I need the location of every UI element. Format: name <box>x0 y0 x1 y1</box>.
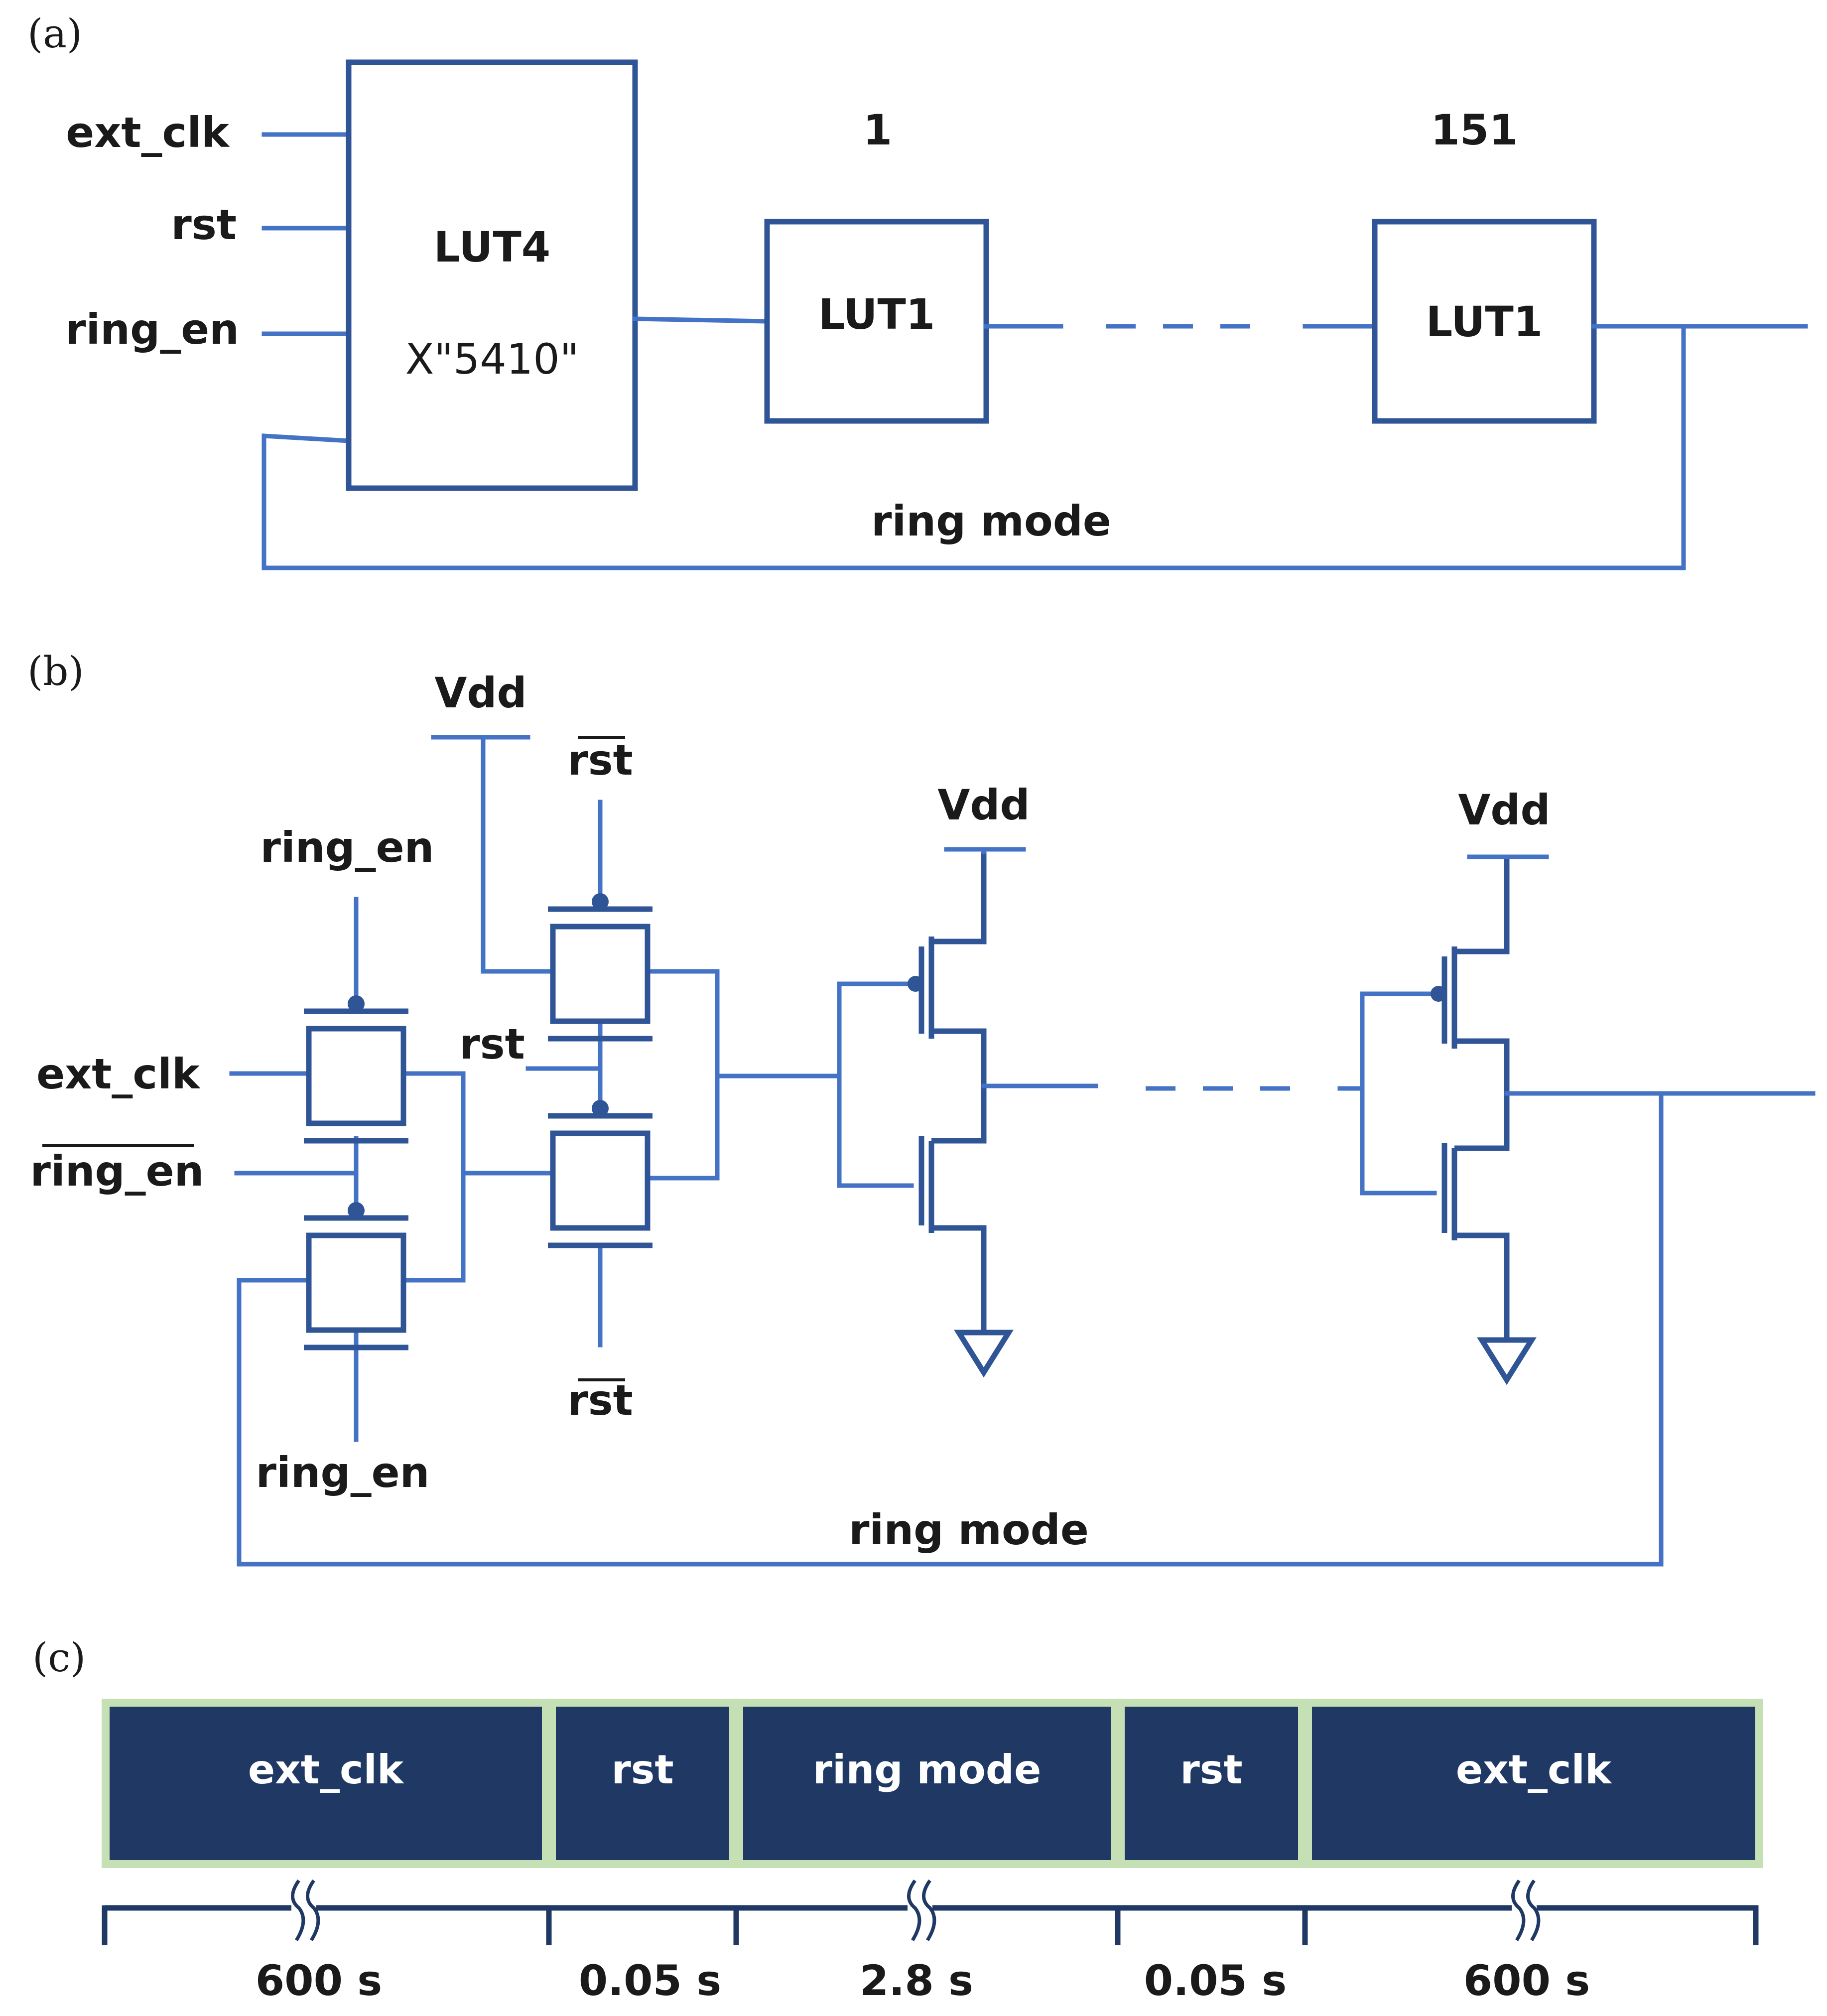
axis-break-2 <box>907 1878 936 1941</box>
duration-label-1: 600 s <box>256 1956 383 2005</box>
panel-a: (a) LUT4 X"5410" LUT1 1 LUT1 151 ext_clk… <box>27 10 1808 570</box>
phase-rst-1 <box>550 1701 735 1866</box>
panel-b-tag: (b) <box>27 648 84 694</box>
phase-ext-clk-start <box>104 1701 548 1866</box>
input-rst-label: rst <box>171 200 237 249</box>
lut4-label: LUT4 <box>434 223 551 271</box>
inverter-last <box>1360 854 1816 1385</box>
phase-rst-2 <box>1119 1701 1304 1866</box>
duration-label-5: 600 s <box>1463 1956 1590 2005</box>
ring-mode-label-b: ring mode <box>849 1505 1089 1554</box>
duration-label-3: 2.8 s <box>860 1956 973 2005</box>
lut4-init: X"5410" <box>405 335 579 384</box>
rst-bar-label-top: rst <box>567 736 633 785</box>
stage-last-index: 151 <box>1431 106 1518 154</box>
ring-en-bar-label: ring_en <box>30 1147 204 1196</box>
lut1-last-label: LUT1 <box>1426 297 1543 346</box>
duration-label-4: 0.05 s <box>1144 1956 1287 2005</box>
phase-ext-clk-end <box>1306 1701 1761 1866</box>
ring-en-label-top: ring_en <box>261 823 434 872</box>
tgate-feedback <box>304 1202 408 1350</box>
panel-a-tag: (a) <box>27 10 82 57</box>
phase-label-1: ext_clk <box>248 1747 404 1793</box>
input-ring-en-label: ring_en <box>65 305 239 354</box>
ring-en-label-bottom: ring_en <box>256 1448 430 1497</box>
lut4-block <box>346 59 638 491</box>
vdd-label-tgate: Vdd <box>434 669 526 717</box>
inverter-first <box>837 847 1098 1378</box>
tgate-vdd <box>548 893 652 1042</box>
duration-label-2: 0.05 s <box>579 1956 722 2005</box>
input-ext-clk-label: ext_clk <box>66 108 230 157</box>
axis-break-1 <box>291 1878 320 1941</box>
lut1-last-block <box>1372 219 1597 424</box>
vdd-label-inv2: Vdd <box>1458 786 1550 834</box>
vdd-label-inv1: Vdd <box>937 781 1030 829</box>
phase-label-3: ring mode <box>813 1747 1042 1793</box>
phase-ring-mode <box>737 1701 1117 1866</box>
ext-clk-label-b: ext_clk <box>36 1050 201 1098</box>
axis-break-3 <box>1511 1878 1541 1941</box>
lut1-first-label: LUT1 <box>818 290 935 339</box>
stage-first-index: 1 <box>863 106 892 154</box>
panel-c: (c) ext_clk rst ring mode rst ext_clk <box>32 1634 1763 2005</box>
rst-bar-label-bottom: rst <box>567 1376 633 1425</box>
ring-mode-label-a: ring mode <box>871 497 1111 545</box>
panel-c-tag: (c) <box>32 1634 86 1681</box>
rst-label: rst <box>459 1020 525 1069</box>
panel-b: (b) <box>27 648 1816 1567</box>
phase-label-5: ext_clk <box>1456 1747 1612 1793</box>
phase-label-4: rst <box>1180 1747 1242 1793</box>
tgate-ext-clk <box>304 995 408 1144</box>
phase-label-2: rst <box>611 1747 673 1793</box>
tgate-ground <box>548 1100 652 1248</box>
lut1-first-block <box>764 219 989 424</box>
